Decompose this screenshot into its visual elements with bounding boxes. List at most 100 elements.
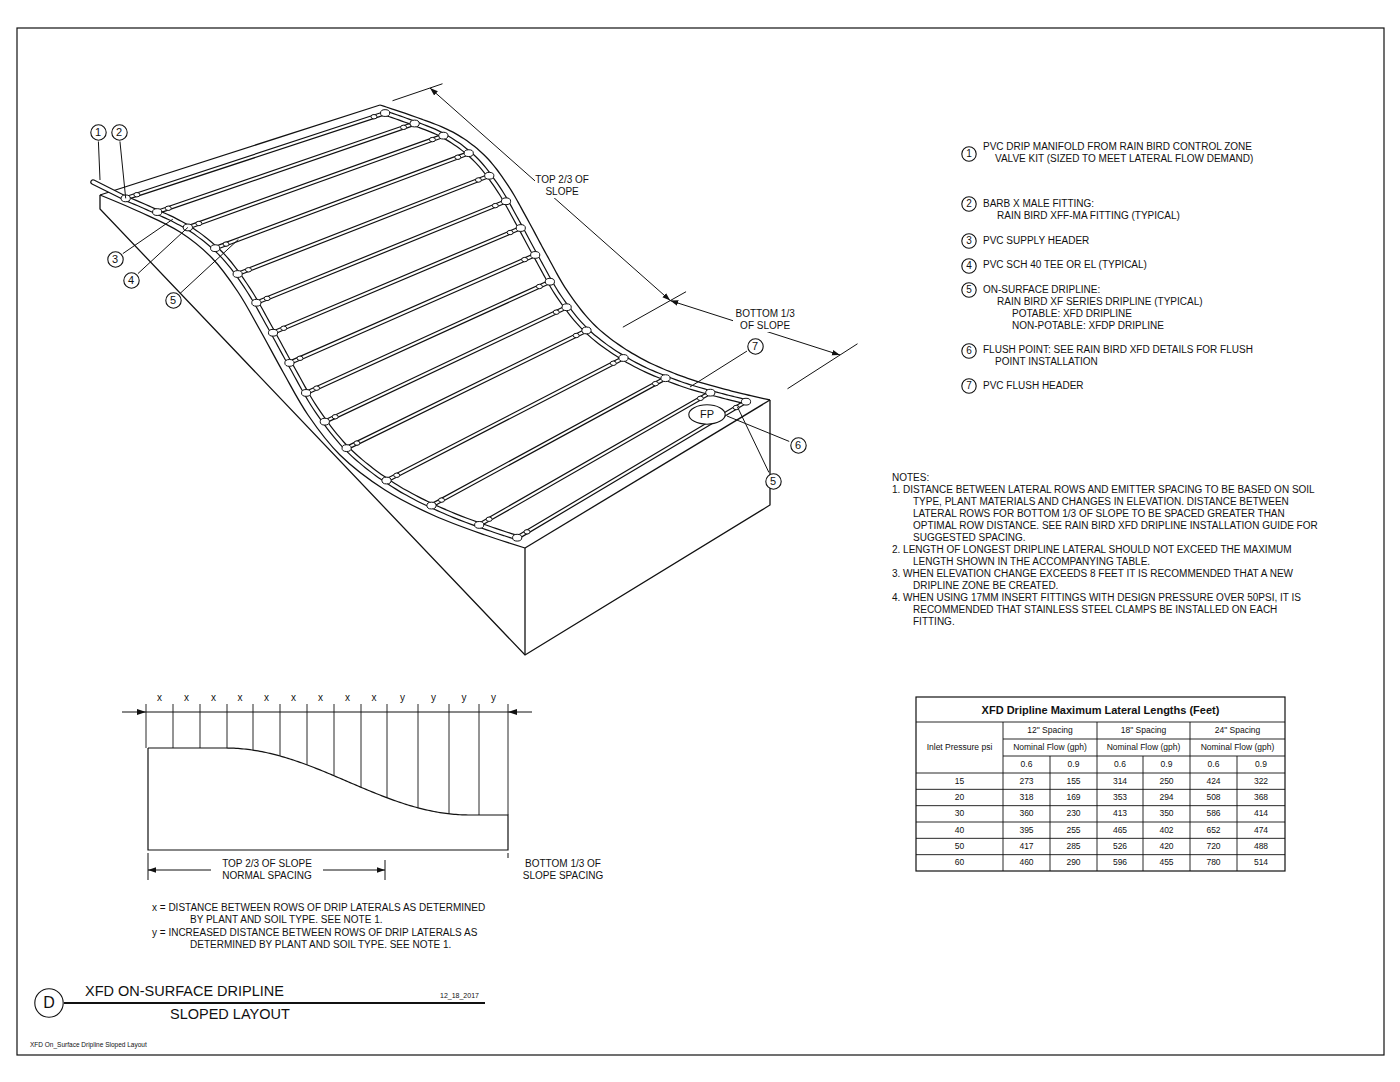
table-rule xyxy=(1190,722,1191,871)
note-text: 2. LENGTH OF LONGEST DRIPLINE LATERAL SH… xyxy=(892,544,1320,568)
table-rule xyxy=(1003,756,1285,757)
sheet-border xyxy=(17,28,1384,1055)
table-cell: 0.9 xyxy=(1050,756,1097,773)
table-cell: 230 xyxy=(1050,806,1097,822)
spacing-marker: x xyxy=(367,692,381,704)
leader-line xyxy=(737,407,768,473)
table-cell: 413 xyxy=(1097,806,1143,822)
header-tee xyxy=(233,271,242,278)
header-tee xyxy=(531,252,540,259)
spacing-marker: x xyxy=(180,692,194,704)
spacing-marker: x xyxy=(153,692,167,704)
legend-description: PVC SCH 40 TEE OR EL (TYPICAL) xyxy=(983,259,1147,271)
dripline-lateral xyxy=(157,124,414,213)
detail-circle: D xyxy=(34,988,64,1018)
table-rule xyxy=(1143,756,1144,871)
legend-description: PVC FLUSH HEADER xyxy=(983,380,1084,392)
legend-description: RAIN BIRD XF SERIES DRIPLINE (TYPICAL) xyxy=(997,296,1203,308)
spacing-marker: x xyxy=(287,692,301,704)
barb-fitting xyxy=(492,203,498,207)
title-underline xyxy=(64,1002,485,1004)
barb-fitting xyxy=(553,310,559,314)
spacing-key: y = INCREASED DISTANCE BETWEEN ROWS OF D… xyxy=(152,927,504,951)
table-cell: 455 xyxy=(1143,855,1190,871)
callout-number: 3 xyxy=(112,254,118,265)
spacing-marker: y xyxy=(396,692,410,704)
arrowhead xyxy=(137,709,146,715)
table-cell: 414 xyxy=(1237,806,1285,822)
node-shape xyxy=(962,259,976,273)
barb-fitting xyxy=(524,530,530,534)
legend-description: PVC SUPPLY HEADER xyxy=(983,235,1089,247)
spacing-tick xyxy=(361,704,362,787)
spacing-key: x = DISTANCE BETWEEN ROWS OF DRIP LATERA… xyxy=(152,902,488,926)
barb-fitting xyxy=(223,242,229,246)
table-title: XFD Dripline Maximum Lateral Lengths (Fe… xyxy=(916,697,1285,722)
dripline-lateral-bore xyxy=(188,136,444,228)
node-shape xyxy=(962,344,976,358)
header-tee xyxy=(320,418,329,425)
table-cell: Inlet Pressure psi xyxy=(916,722,1003,773)
note-text: 4. WHEN USING 17MM INSERT FITTINGS WITH … xyxy=(892,592,1320,628)
slope-far-edge xyxy=(380,105,770,400)
table-cell: 424 xyxy=(1190,773,1237,789)
callout-number: 7 xyxy=(966,381,972,391)
file-name: XFD On_Surface Dripline Sloped Layout xyxy=(30,1041,147,1049)
table-cell: 314 xyxy=(1097,773,1143,789)
barb-fitting xyxy=(332,415,338,419)
table-cell: 250 xyxy=(1143,773,1190,789)
table-rule xyxy=(1003,739,1285,740)
barb-fitting xyxy=(486,517,492,521)
node-shape xyxy=(962,283,976,297)
table-rule xyxy=(1050,756,1051,871)
table-cell: 155 xyxy=(1050,773,1097,789)
table-cell: Nominal Flow (gph) xyxy=(1003,739,1097,756)
table-cell: 318 xyxy=(1003,789,1050,805)
table-rule xyxy=(916,854,1285,855)
header-tee xyxy=(562,304,571,311)
table-cell: 0.6 xyxy=(1190,756,1237,773)
dripline-lateral-bore xyxy=(157,124,414,213)
table-cell: 420 xyxy=(1143,838,1190,854)
spacing-tick xyxy=(146,704,147,748)
header-tee xyxy=(619,355,628,362)
block-outline xyxy=(100,195,770,655)
spacing-marker: x xyxy=(233,692,247,704)
barb-fitting xyxy=(455,155,461,159)
barb-fitting xyxy=(196,221,202,225)
legend-description: BARB X MALE FITTING: xyxy=(983,198,1094,210)
header-tee xyxy=(427,502,436,509)
table-cell: 0.6 xyxy=(1097,756,1143,773)
table-rule xyxy=(916,773,1285,774)
legend-callout: 5 xyxy=(961,282,977,298)
leader-line xyxy=(98,141,100,180)
table-cell: 417 xyxy=(1003,838,1050,854)
table-cell: 322 xyxy=(1237,773,1285,789)
node-shape xyxy=(962,147,976,161)
slope-block xyxy=(100,105,770,655)
header-tee xyxy=(252,299,261,306)
table-cell: Nominal Flow (gph) xyxy=(1190,739,1285,756)
barb-fitting xyxy=(245,268,251,272)
table-rule xyxy=(916,789,1285,790)
slope-dimensions xyxy=(393,84,858,389)
table-cell: 360 xyxy=(1003,806,1050,822)
node-shape xyxy=(165,292,180,307)
header-tee xyxy=(381,110,390,117)
extension-line xyxy=(788,344,858,389)
spacing-tick xyxy=(173,704,174,748)
legend-description: ON-SURFACE DRIPLINE: xyxy=(983,284,1100,296)
table-cell: 0.6 xyxy=(1003,756,1050,773)
spacing-marker: x xyxy=(260,692,274,704)
table-rule xyxy=(916,822,1285,823)
table-cell: 255 xyxy=(1050,822,1097,838)
header-tee xyxy=(301,390,310,397)
flush-header xyxy=(385,113,746,402)
date-text: 12_18_2017 xyxy=(440,992,479,1000)
callout-number: 2 xyxy=(966,199,972,209)
dimension-line xyxy=(430,88,670,301)
header-tee xyxy=(342,445,351,452)
legend-callout: 7 xyxy=(961,378,977,394)
note-text: 1. DISTANCE BETWEEN LATERAL ROWS AND EMI… xyxy=(892,484,1320,544)
node-shape xyxy=(962,197,976,211)
